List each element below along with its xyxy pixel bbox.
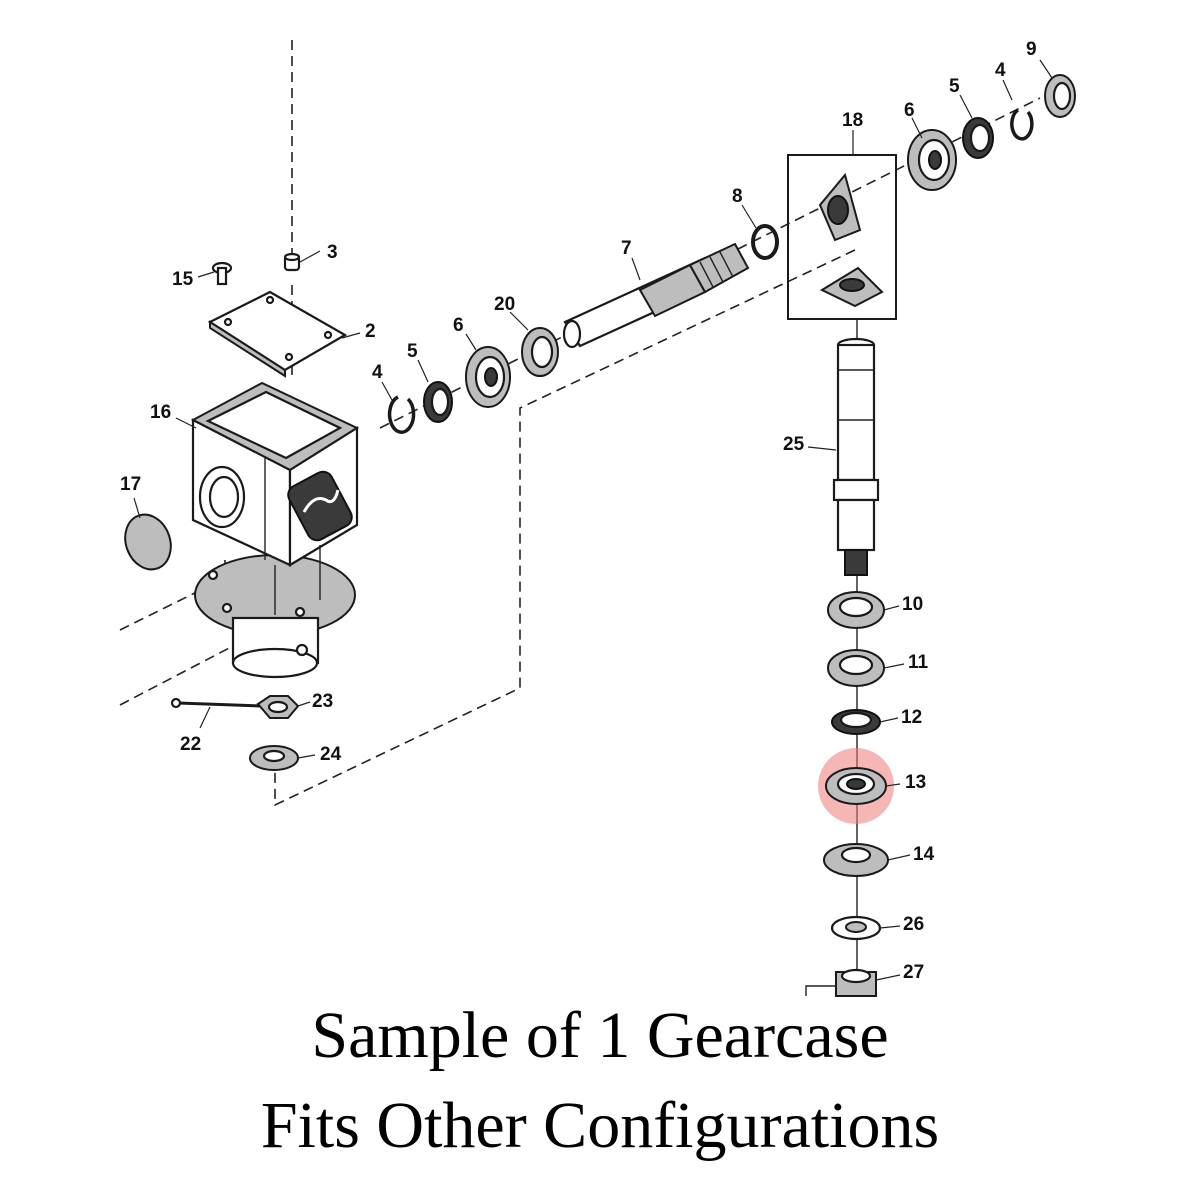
part-9-seal[interactable] xyxy=(1044,74,1076,118)
part-number-labels: 9 4 5 6 18 8 7 20 6 5 4 2 3 15 16 17 25 … xyxy=(120,39,1037,983)
label-part-27: 27 xyxy=(903,962,924,983)
label-part-24: 24 xyxy=(320,744,342,765)
caption-line-sample: Sample of 1 Gearcase xyxy=(311,999,889,1072)
part-8-snap-ring[interactable] xyxy=(751,224,779,260)
label-part-4-left: 4 xyxy=(372,362,383,383)
label-part-4-right: 4 xyxy=(995,60,1006,81)
part-13-seal-highlighted[interactable] xyxy=(818,748,894,824)
label-part-13: 13 xyxy=(905,772,926,793)
part-26-washer[interactable] xyxy=(830,915,882,941)
label-part-2: 2 xyxy=(365,321,376,342)
label-part-7: 7 xyxy=(621,238,632,259)
label-part-20: 20 xyxy=(494,294,515,315)
label-part-6-right: 6 xyxy=(904,100,915,121)
label-part-22: 22 xyxy=(180,734,201,755)
label-part-11: 11 xyxy=(908,652,929,673)
caption-line-fits: Fits Other Configurations xyxy=(260,1089,940,1162)
part-25-output-shaft[interactable] xyxy=(832,337,880,576)
label-part-5-right: 5 xyxy=(949,76,960,97)
part-15-bolt[interactable] xyxy=(211,261,233,286)
part-11-bearing[interactable] xyxy=(827,649,885,687)
label-part-5-left: 5 xyxy=(407,341,418,362)
label-part-25: 25 xyxy=(783,434,805,455)
part-14-dust-cap[interactable] xyxy=(823,843,889,877)
part-24-washer[interactable] xyxy=(249,745,299,771)
label-part-10: 10 xyxy=(902,594,923,615)
part-2-cover-plate[interactable] xyxy=(207,290,348,378)
part-12-ring[interactable] xyxy=(831,709,881,735)
label-part-14: 14 xyxy=(913,844,935,865)
part-5-shim-left[interactable] xyxy=(423,381,453,423)
label-part-9: 9 xyxy=(1026,39,1037,60)
part-7-input-shaft[interactable] xyxy=(562,242,750,349)
part-20-seal[interactable] xyxy=(521,327,559,377)
part-22-cotter-pin[interactable] xyxy=(170,697,263,709)
label-part-8: 8 xyxy=(732,186,743,207)
part-23-castle-nut[interactable] xyxy=(256,695,300,719)
part-18-gear-set[interactable] xyxy=(787,154,897,320)
leader-lines xyxy=(133,59,1053,981)
part-4-snap-ring-left[interactable] xyxy=(387,395,416,434)
part-6-bearing-right[interactable] xyxy=(907,129,957,191)
label-part-17: 17 xyxy=(120,474,141,495)
part-6-bearing-left[interactable] xyxy=(465,346,511,408)
label-part-16: 16 xyxy=(150,402,171,423)
part-3-plug[interactable] xyxy=(283,252,301,272)
gearcase-exploded-diagram: 9 4 5 6 18 8 7 20 6 5 4 2 3 15 16 17 25 … xyxy=(118,39,1076,997)
label-part-3: 3 xyxy=(327,242,338,263)
label-part-6-left: 6 xyxy=(453,315,464,336)
label-part-15: 15 xyxy=(172,269,194,290)
label-part-23: 23 xyxy=(312,691,333,712)
label-part-18: 18 xyxy=(842,110,863,131)
part-27-nut[interactable] xyxy=(805,968,877,997)
part-4-snap-ring-right[interactable] xyxy=(1010,108,1034,141)
part-17-seal-cap[interactable] xyxy=(118,508,178,576)
part-10-bearing[interactable] xyxy=(827,591,885,629)
part-5-shim-right[interactable] xyxy=(962,117,994,159)
label-part-26: 26 xyxy=(903,914,924,935)
part-16-gearcase-housing[interactable] xyxy=(190,381,360,679)
label-part-12: 12 xyxy=(901,707,922,728)
